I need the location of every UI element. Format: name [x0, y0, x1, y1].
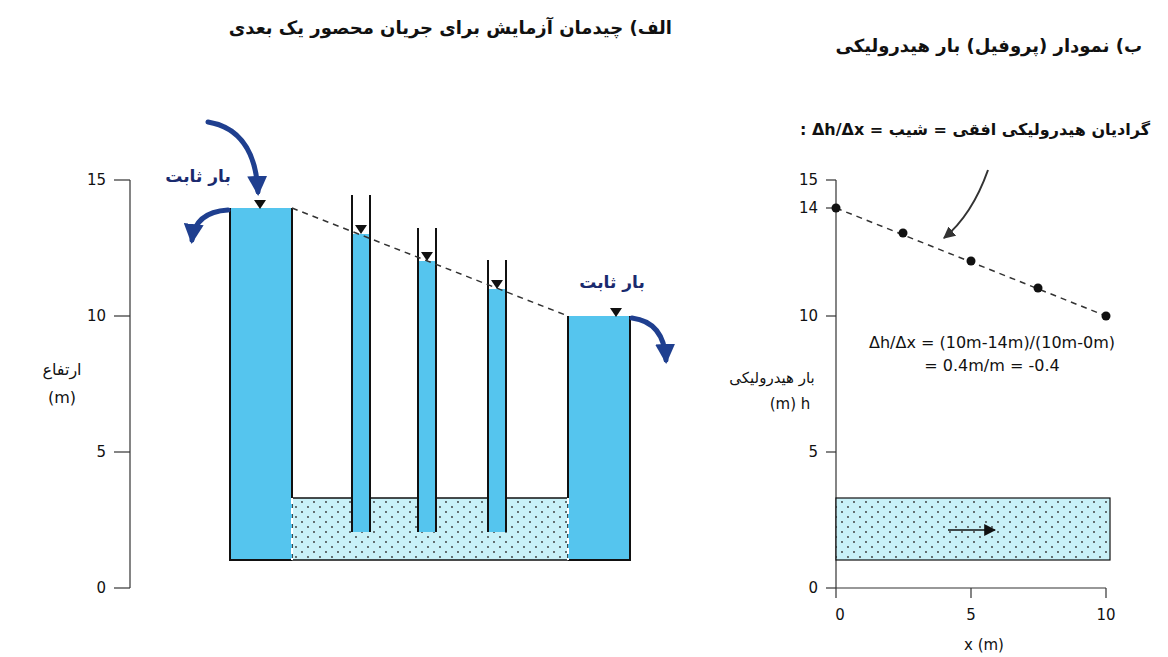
- tick-label: 0: [96, 579, 106, 597]
- head-line: [292, 208, 568, 316]
- height-axis: [114, 180, 130, 588]
- constant-head-label: بار ثابت: [165, 166, 231, 186]
- tick-label: 5: [808, 443, 818, 461]
- axis-title: (m): [48, 388, 76, 407]
- axis-title: x (m): [964, 636, 1004, 654]
- tick-label: 0: [835, 606, 845, 624]
- piezometers: [352, 195, 506, 532]
- tick-label: 5: [96, 443, 106, 461]
- aquifer-strip: [836, 498, 1110, 560]
- gradient-equation: Δh/Δx = (10m-14m)/(10m-0m): [869, 333, 1115, 352]
- flow-direction: [948, 529, 995, 531]
- head-profile: [836, 208, 1106, 316]
- head-points: [832, 204, 1111, 321]
- tick-label: 15: [87, 171, 106, 189]
- left-tank: [230, 200, 292, 560]
- tick-label: 15: [799, 171, 818, 189]
- axis-title: بار هیدرولیکی: [729, 369, 814, 387]
- tick-label: 0: [808, 579, 818, 597]
- panel-title: ب) نمودار (پروفیل) بار هیدرولیکی: [835, 35, 1142, 57]
- tick-label: 10: [799, 307, 818, 325]
- axis-title: ارتفاع: [42, 360, 81, 379]
- panel-title: الف) چیدمان آزمایش برای جریان محصور یک ب…: [229, 17, 672, 39]
- slope-callout: [944, 170, 988, 238]
- gradient-note: گرادیان هیدرولیکی افقی = شیب = Δh/Δx :: [800, 120, 1150, 139]
- tick-label: 10: [1096, 606, 1115, 624]
- tick-label: 10: [87, 307, 106, 325]
- flow-arrows: [192, 122, 666, 360]
- tick-label: 5: [966, 606, 976, 624]
- right-tank: [568, 308, 630, 560]
- tick-label: 14: [799, 199, 818, 217]
- gradient-equation: = 0.4m/m = -0.4: [924, 356, 1059, 375]
- constant-head-label: بار ثابت: [579, 272, 645, 292]
- axis-title: (m) h: [770, 395, 811, 413]
